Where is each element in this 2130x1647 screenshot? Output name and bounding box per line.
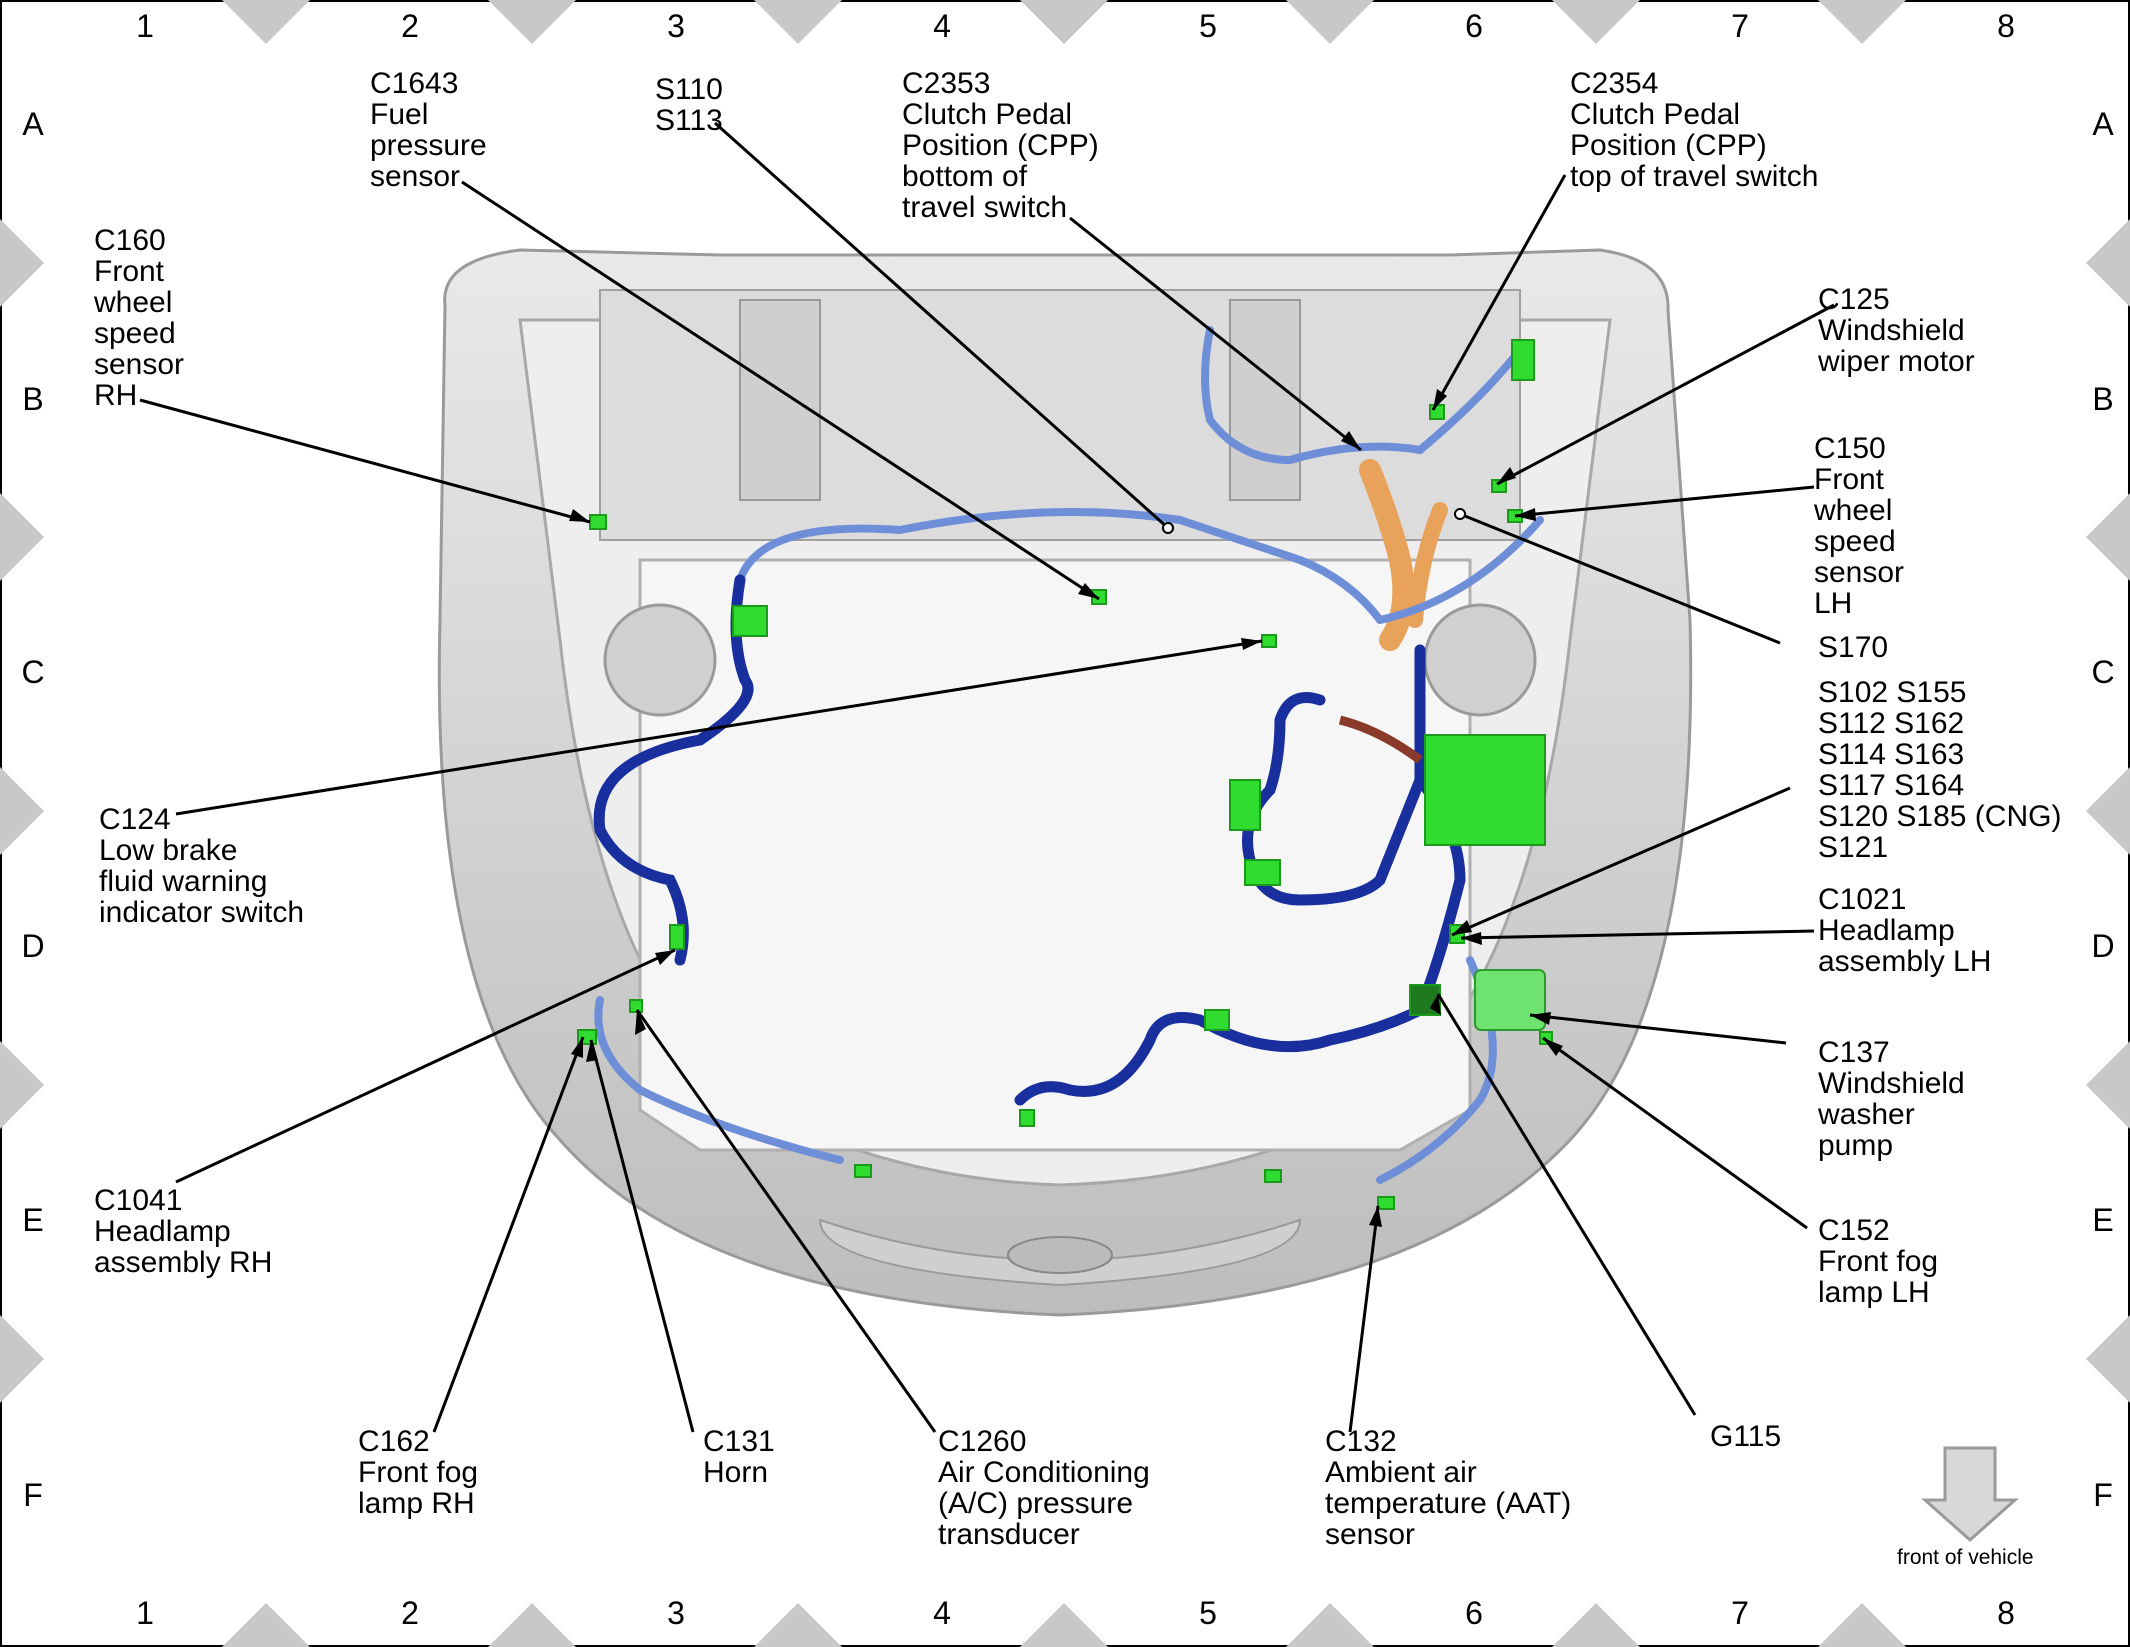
frame-triangle-right	[2086, 767, 2130, 855]
label-s170: S170	[1818, 631, 1889, 664]
grid-col-label: 3	[667, 8, 685, 44]
frame-triangle-bottom	[1552, 1603, 1640, 1647]
frame-triangle-left	[0, 493, 44, 581]
label-c137: C137 Windshield washer pump	[1818, 1036, 1965, 1162]
battery-cable	[1338, 715, 1423, 764]
grid-row-label: C	[2091, 654, 2115, 690]
label-c1260: C1260 Air Conditioning (A/C) pressure tr…	[938, 1425, 1150, 1551]
frame-triangle-top	[754, 0, 842, 44]
frame-triangle-bottom	[488, 1603, 576, 1647]
fuel-line	[1359, 459, 1415, 651]
grid-row-label: A	[22, 106, 44, 142]
label-c124: C124 Low brake fluid warning indicator s…	[99, 803, 305, 929]
frame-triangle-right	[2086, 1041, 2130, 1129]
frame-triangle-top	[222, 0, 310, 44]
frame-triangle-right	[2086, 493, 2130, 581]
grid-row-label: E	[2092, 1202, 2114, 1238]
grid-row-label: C	[21, 654, 45, 690]
grid-col-label: 6	[1465, 8, 1483, 44]
grid-row-label: B	[22, 381, 44, 417]
grid-col-label: 2	[401, 1595, 419, 1631]
frame-triangle-right	[2086, 219, 2130, 307]
frame-triangle-right	[2086, 1315, 2130, 1403]
frame-triangle-left	[0, 1315, 44, 1403]
frame-triangle-bottom	[1286, 1603, 1374, 1647]
frame-triangle-left	[0, 767, 44, 855]
label-g115: G115	[1710, 1420, 1782, 1453]
label-c1643: C1643 Fuel pressure sensor	[370, 67, 487, 193]
label-c160: C160 Front wheel speed sensor RH	[94, 224, 185, 412]
frame-triangle-left	[0, 219, 44, 307]
label-c2354: C2354 Clutch Pedal Position (CPP) top of…	[1570, 67, 1819, 193]
grid-row-label: D	[2091, 928, 2115, 964]
grid-col-label: 5	[1199, 8, 1217, 44]
front-of-vehicle-arrow	[1921, 1446, 2019, 1543]
label-c1041: C1041 Headlamp assembly RH	[94, 1184, 273, 1279]
center-member	[739, 299, 821, 501]
frame-triangle-bottom	[754, 1603, 842, 1647]
grid-row-label: D	[21, 928, 45, 964]
grid-col-label: 3	[667, 1595, 685, 1631]
label-splices: S102 S155 S112 S162 S114 S163 S117 S164 …	[1818, 676, 2062, 864]
frame-triangle-top	[1286, 0, 1374, 44]
grid-row-label: A	[2092, 106, 2114, 142]
grid-row-label: B	[2092, 381, 2114, 417]
frame-triangle-top	[1552, 0, 1640, 44]
label-c1021: C1021 Headlamp assembly LH	[1818, 883, 1992, 978]
grid-row-label: E	[22, 1202, 44, 1238]
label-c131: C131 Horn	[703, 1425, 775, 1489]
label-c152: C152 Front fog lamp LH	[1818, 1214, 1939, 1309]
frame-triangle-bottom	[222, 1603, 310, 1647]
grid-col-label: 4	[933, 1595, 951, 1631]
grid-col-label: 5	[1199, 1595, 1217, 1631]
grid-col-label: 2	[401, 8, 419, 44]
grid-col-label: 7	[1731, 1595, 1749, 1631]
grille-emblem	[1007, 1236, 1113, 1274]
frame-triangle-bottom	[1818, 1603, 1906, 1647]
label-c150: C150 Front wheel speed sensor LH	[1814, 432, 1905, 620]
label-c162: C162 Front fog lamp RH	[358, 1425, 479, 1520]
grid-col-label: 7	[1731, 8, 1749, 44]
strut-tower-rh	[603, 603, 717, 717]
grid-row-label: F	[23, 1477, 43, 1513]
frame-triangle-top	[488, 0, 576, 44]
grid-row-label: F	[2093, 1477, 2113, 1513]
washer-reservoir	[1474, 969, 1546, 1031]
label-c2353: C2353 Clutch Pedal Position (CPP) bottom…	[902, 67, 1099, 224]
grid-col-label: 8	[1997, 1595, 2015, 1631]
label-c132: C132 Ambient air temperature (AAT) senso…	[1325, 1425, 1572, 1551]
label-c125: C125 Windshield wiper motor	[1818, 283, 1975, 378]
powertrain-control-module	[1424, 734, 1546, 846]
grid-col-label: 1	[136, 1595, 154, 1631]
grid-col-label: 8	[1997, 8, 2015, 44]
frame-triangle-left	[0, 1041, 44, 1129]
harness-dark	[593, 574, 1466, 1106]
grid-col-label: 4	[933, 8, 951, 44]
grid-col-label: 6	[1465, 1595, 1483, 1631]
frame-triangle-bottom	[1020, 1603, 1108, 1647]
front-of-vehicle-label: front of vehicle	[1897, 1546, 2034, 1569]
label-s110-s113: S110 S113	[655, 73, 723, 137]
grid-col-label: 1	[136, 8, 154, 44]
frame-triangle-top	[1818, 0, 1906, 44]
frame-triangle-top	[1020, 0, 1108, 44]
